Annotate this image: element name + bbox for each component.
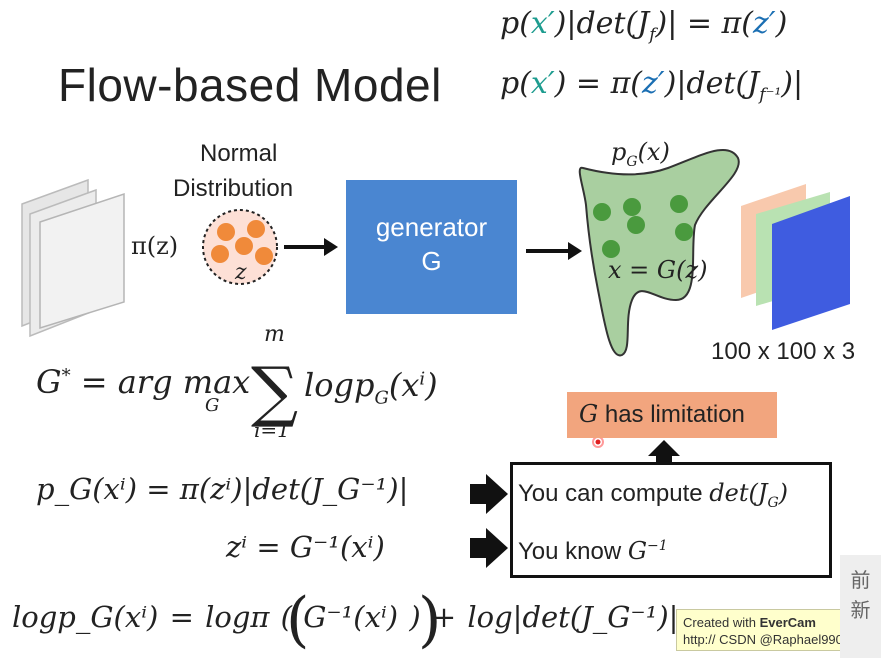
gstar-arg: (x: [388, 366, 420, 404]
normal-label-line2: Distribution: [173, 175, 294, 202]
rgb-channel-stack: [741, 184, 850, 330]
limitation-box: G has limitation: [567, 392, 777, 438]
arrow-up-to-limitation: [648, 440, 680, 465]
log-likelihood-formula: logp_G(xⁱ) = logπ ( G⁻¹(xⁱ) ) + log|det(…: [12, 600, 679, 634]
x-equals-gz: x = G(z): [608, 256, 708, 284]
requirement-text: You can compute: [518, 480, 710, 507]
generator-box: generator G: [346, 180, 517, 314]
formula-zprime: z′: [752, 6, 776, 41]
side-panel-char1[interactable]: 前: [850, 568, 871, 592]
image-size-label: 100 x 100 x 3: [711, 338, 856, 365]
formula-part: ) = π(: [554, 66, 642, 101]
sum-sigma: ∑: [251, 353, 298, 430]
formula-xprime: x′: [530, 6, 555, 41]
gstar-body: logpG(xi): [304, 366, 438, 408]
formula-part: p(: [500, 6, 531, 41]
pg-likelihood-formula: p_G(xⁱ) = π(zⁱ)|det(J_G⁻¹)|: [36, 472, 409, 506]
pi-z-label: π(z): [131, 232, 179, 260]
arrow-to-distribution: [526, 242, 582, 260]
pg-arg: (x): [637, 138, 670, 166]
pg-sub: G: [626, 153, 638, 170]
argmax-subscript: G: [205, 395, 220, 416]
pg-p: p: [611, 138, 627, 166]
generator-symbol: G: [421, 246, 442, 276]
watermark-brand: EverCam: [759, 615, 816, 630]
formula-part: )|det(J: [664, 66, 760, 101]
requirement-math: det(J: [709, 479, 768, 507]
sum-upper-limit: m: [264, 322, 285, 347]
requirements-box: You can compute det(JG) You know G−1: [510, 462, 832, 578]
big-paren-open: (: [286, 585, 309, 655]
normal-distribution-circle: [202, 209, 278, 285]
formula-xprime: x′: [530, 66, 555, 101]
requirement-sup: −1: [647, 538, 668, 554]
block-arrow-1: [470, 474, 508, 514]
evercam-watermark: Created with EverCam http:// CSDN @Rapha…: [676, 609, 866, 651]
z-inverse-formula: zⁱ = G⁻¹(xⁱ): [226, 530, 385, 564]
cursor-dot: [592, 436, 604, 448]
gstar-lhs: G* = arg max: [36, 363, 250, 401]
side-panel-char2[interactable]: 新: [850, 598, 871, 622]
watermark-line2: http:// CSDN @Raphael9900: [683, 632, 851, 647]
generated-distribution-blob: [578, 148, 740, 357]
sum-lower-limit: i=1: [254, 418, 290, 442]
watermark-line1: Created with EverCam: [683, 614, 865, 631]
requirement-compute-det: You can compute det(JG): [518, 479, 788, 511]
formula-part: p(: [500, 66, 531, 101]
requirement-sub: G: [767, 494, 779, 511]
formula-sub: f: [649, 25, 656, 45]
gstar-close: ): [425, 366, 438, 404]
block-arrow-2: [470, 528, 508, 568]
gstar-star: *: [61, 365, 71, 387]
big-paren-close: ): [418, 585, 441, 655]
formula-part: )|: [781, 66, 804, 101]
gstar-sub: G: [374, 387, 389, 409]
watermark-prefix: Created with: [683, 615, 760, 630]
requirement-know-inverse: You know G−1: [518, 537, 668, 566]
limitation-text: has limitation: [598, 401, 745, 428]
side-panel[interactable]: 前 新: [840, 555, 881, 658]
normal-label-line1: Normal: [200, 140, 278, 167]
formula-sub: f⁻¹: [759, 85, 782, 105]
formula-part: )|det(J: [554, 6, 650, 41]
gstar-sup: i: [419, 368, 426, 390]
formula-part: ): [775, 6, 788, 41]
formula-zprime: z′: [642, 66, 665, 101]
limitation-g: G: [579, 400, 599, 428]
gstar-argmax: = arg max: [70, 363, 251, 401]
pg-x-label: pG(x): [611, 138, 670, 170]
formula-flow-1: p(x′)|det(Jf)| = π(z′): [500, 6, 787, 45]
z-label: z: [235, 260, 247, 285]
gstar-logp: logp: [304, 366, 375, 404]
requirement-text: You know: [518, 538, 628, 565]
input-image-stack: [21, 178, 125, 338]
formula-part: )| = π(: [655, 6, 753, 41]
requirement-close: ): [778, 479, 789, 507]
gstar-g: G: [36, 363, 62, 401]
requirement-math: G: [627, 537, 648, 565]
slide-title: Flow-based Model: [58, 59, 442, 111]
formula-flow-2: p(x′) = π(z′)|det(Jf⁻¹)|: [500, 66, 803, 105]
arrow-to-generator: [284, 238, 338, 256]
generator-label: generator: [375, 212, 488, 242]
